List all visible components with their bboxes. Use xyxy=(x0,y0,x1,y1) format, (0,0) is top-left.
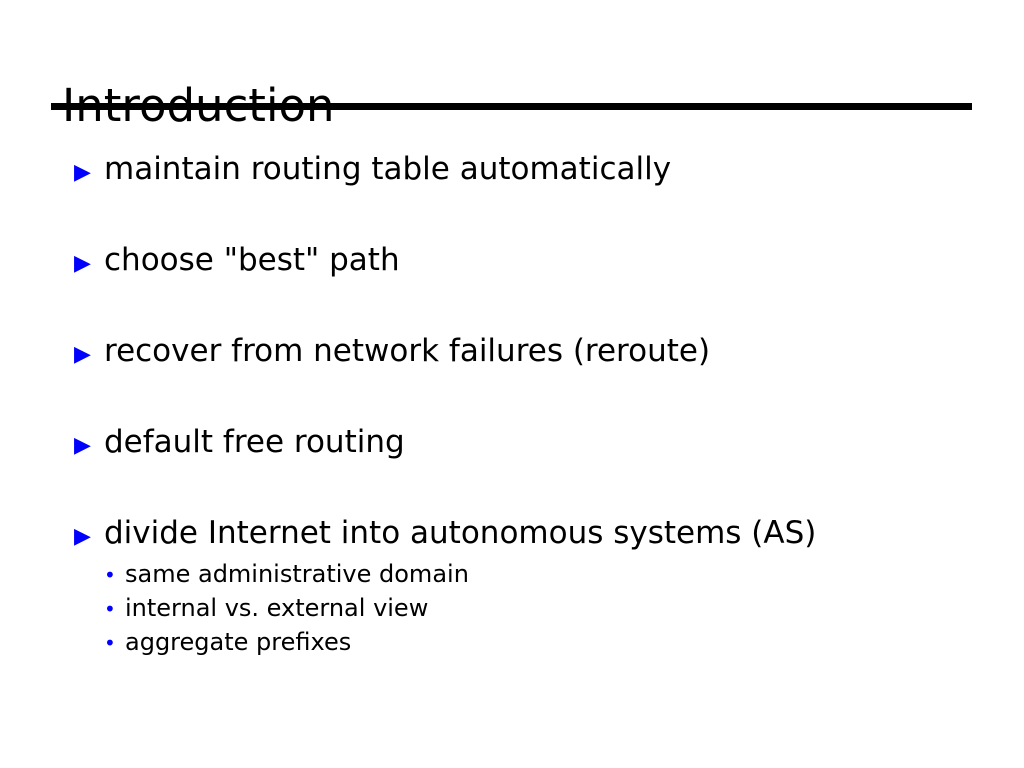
triangle-bullet-icon: ▶ xyxy=(74,433,91,458)
triangle-bullet-icon: ▶ xyxy=(74,160,91,185)
list-item: ▶ default free routing xyxy=(74,425,405,459)
dot-bullet-icon: • xyxy=(104,631,116,655)
list-item-label: maintain routing table automatically xyxy=(104,151,672,187)
triangle-bullet-icon: ▶ xyxy=(74,251,91,276)
sub-list-item-label: internal vs. external view xyxy=(125,594,429,622)
sub-list-item: • aggregate prefixes xyxy=(104,628,469,662)
title-divider xyxy=(51,103,972,110)
list-item-label: default free routing xyxy=(104,424,405,460)
dot-bullet-icon: • xyxy=(104,597,116,621)
sub-bullet-list: • same administrative domain • internal … xyxy=(104,560,469,662)
dot-bullet-icon: • xyxy=(104,563,116,587)
sub-list-item-label: same administrative domain xyxy=(125,560,469,588)
list-item-label: recover from network failures (reroute) xyxy=(104,333,711,369)
list-item: ▶ choose "best" path xyxy=(74,243,400,277)
sub-list-item: • same administrative domain xyxy=(104,560,469,594)
sub-list-item: • internal vs. external view xyxy=(104,594,469,628)
triangle-bullet-icon: ▶ xyxy=(74,342,91,367)
triangle-bullet-icon: ▶ xyxy=(74,524,91,549)
list-item-label: divide Internet into autonomous systems … xyxy=(104,515,817,551)
sub-list-item-label: aggregate prefixes xyxy=(125,628,352,656)
list-item: ▶ recover from network failures (reroute… xyxy=(74,334,710,368)
list-item-label: choose "best" path xyxy=(104,242,400,278)
list-item: ▶ divide Internet into autonomous system… xyxy=(74,516,816,550)
list-item: ▶ maintain routing table automatically xyxy=(74,152,671,186)
